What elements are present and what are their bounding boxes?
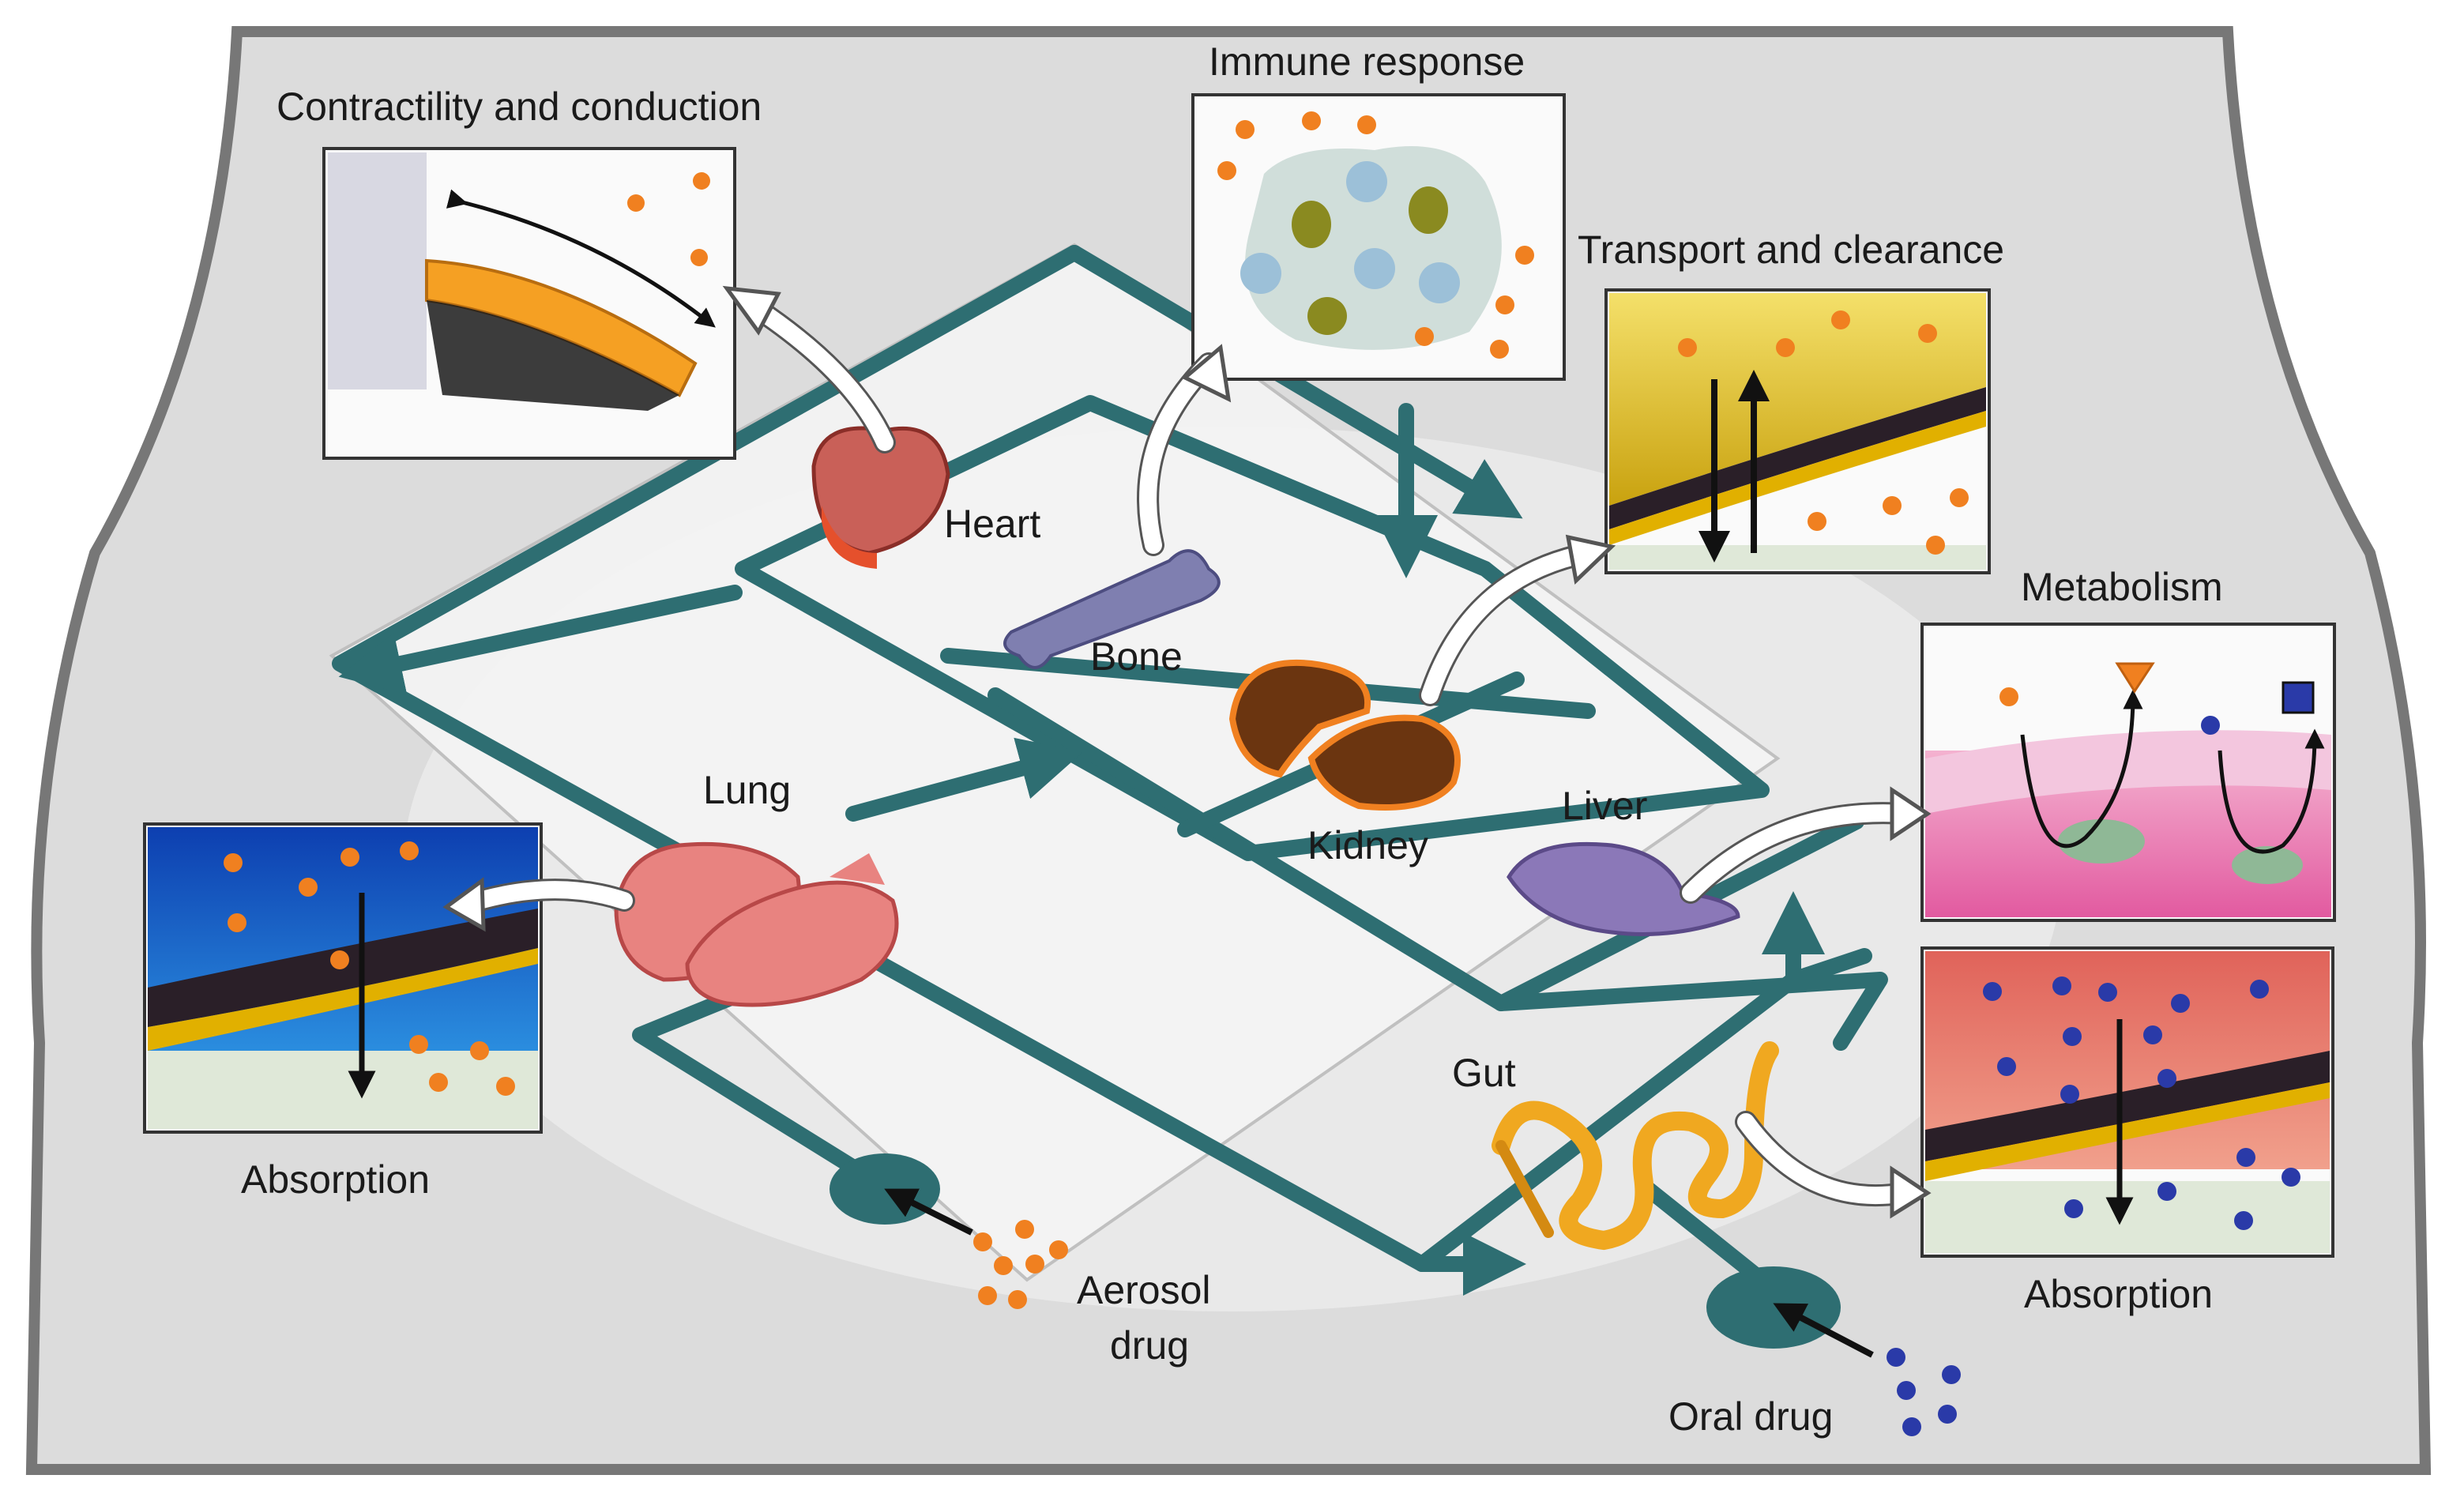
label-bone: Bone	[1090, 634, 1183, 679]
label-kidney: Kidney	[1307, 823, 1428, 867]
label-metabolism: Metabolism	[2021, 565, 2223, 609]
label-gut: Gut	[1452, 1051, 1516, 1095]
aerosol-inlet-port	[829, 1153, 940, 1225]
label-contractility: Contractility and conduction	[276, 85, 762, 129]
oral-drug-particles	[1887, 1348, 1961, 1436]
bone-organ	[1003, 549, 1221, 669]
label-transport: Transport and clearance	[1578, 228, 2004, 272]
oral-inlet-arrow	[1773, 1303, 1874, 1358]
label-heart: Heart	[944, 502, 1040, 546]
label-aerosol-line2: drug	[1110, 1323, 1189, 1368]
panel-transport	[1604, 288, 1991, 574]
label-lung: Lung	[703, 768, 791, 812]
aerosol-drug-particles	[973, 1220, 1068, 1309]
connector-arrowheads	[442, 285, 1932, 1219]
aerosol-inlet-arrow	[884, 1188, 973, 1236]
panel-metabolism	[1920, 623, 2336, 922]
panel-absorption-gut	[1920, 946, 2334, 1258]
liver-organ	[1507, 841, 1740, 936]
oral-inlet-port	[1706, 1266, 1841, 1349]
fluid-circuit	[332, 245, 1888, 1296]
panel-absorption-lung	[143, 822, 543, 1134]
panel-immune	[1191, 93, 1566, 381]
kidney-organ	[1228, 659, 1461, 811]
label-immune: Immune response	[1209, 40, 1525, 84]
gut-organ	[1492, 1041, 1779, 1251]
label-aerosol-line1: Aerosol	[1077, 1268, 1211, 1312]
label-liver: Liver	[1562, 784, 1647, 828]
panel-contractility	[322, 147, 736, 460]
lung-organ	[614, 841, 899, 1007]
label-absorption-gut: Absorption	[2024, 1272, 2213, 1316]
label-oral-drug: Oral drug	[1668, 1394, 1833, 1439]
heart-organ	[811, 426, 950, 569]
connector-arrows	[455, 293, 1915, 1206]
label-absorption-lung: Absorption	[241, 1157, 430, 1202]
